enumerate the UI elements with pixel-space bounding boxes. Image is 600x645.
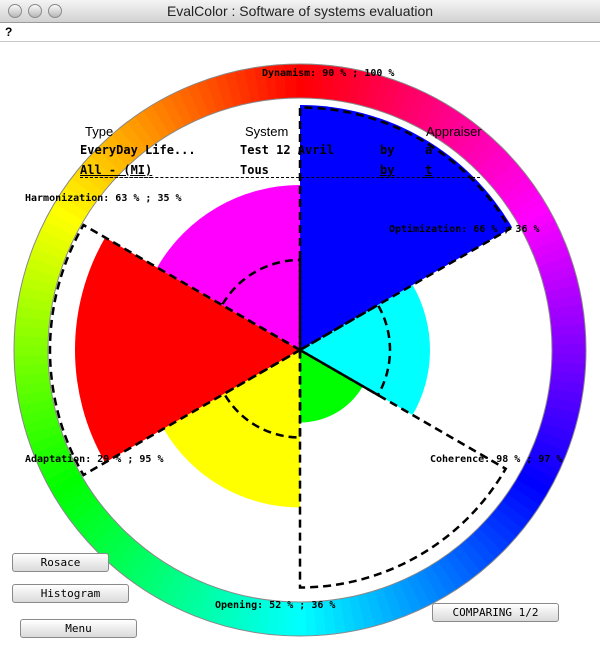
dynamism-label: Dynamism: 90 % ; 100 %: [262, 68, 395, 79]
inner-ring-border: [47, 97, 553, 603]
appraiser-value: a: [425, 143, 433, 157]
compare-outline-optimization: [220, 258, 302, 353]
menu-bar: ?: [0, 23, 600, 42]
rosace-button[interactable]: Rosace: [12, 553, 109, 572]
menu-button[interactable]: Menu: [20, 619, 137, 638]
comparing-button[interactable]: COMPARING 1/2: [432, 603, 559, 622]
histogram-button[interactable]: Histogram: [12, 584, 129, 603]
appraiser-filter[interactable]: t: [425, 163, 433, 178]
filter-underline: [80, 177, 480, 178]
outer-ring-border: [13, 63, 587, 637]
opening-label: Opening: 52 % ; 36 %: [215, 600, 336, 611]
sector-adaptation[interactable]: [300, 350, 363, 423]
compare-outline-adaptation: [298, 347, 508, 589]
adaptation-label: Adaptation: 29 % ; 95 %: [25, 454, 164, 465]
type-value: EveryDay Life...: [80, 143, 196, 157]
minimize-window-button[interactable]: [28, 4, 42, 18]
sector-dynamism[interactable]: [74, 237, 300, 463]
compare-outline-opening: [297, 303, 392, 397]
coherence-label: Coherence: 98 % ; 97 %: [430, 454, 563, 465]
window-title: EvalColor : Software of systems evaluati…: [166, 3, 434, 19]
close-window-button[interactable]: [8, 4, 22, 18]
help-menu[interactable]: ?: [5, 25, 13, 39]
compare-outline-coherence: [298, 106, 512, 353]
compare-outline-dynamism: [48, 223, 303, 477]
rosace-chart: [13, 63, 587, 637]
type-filter[interactable]: All - (MI): [80, 163, 153, 178]
sector-harmonization[interactable]: [163, 350, 300, 508]
system-value: Test 12 Avril: [240, 143, 334, 157]
by-filter-label: by: [380, 163, 395, 178]
sector-opening[interactable]: [300, 285, 430, 415]
by-label: by: [380, 143, 395, 157]
harmonization-label: Harmonization: 63 % ; 35 %: [25, 193, 182, 204]
system-header: System: [245, 124, 289, 139]
zoom-window-button[interactable]: [48, 4, 62, 18]
optimization-label: Optimization: 66 % ; 36 %: [389, 224, 540, 235]
type-header: Type: [85, 124, 114, 139]
sector-optimization[interactable]: [157, 185, 300, 350]
compare-outline-harmonization: [222, 347, 302, 439]
system-filter[interactable]: Tous: [240, 163, 269, 177]
sector-coherence[interactable]: [300, 105, 513, 350]
appraiser-header: Appraiser: [426, 124, 482, 139]
title-bar: EvalColor : Software of systems evaluati…: [0, 0, 600, 23]
